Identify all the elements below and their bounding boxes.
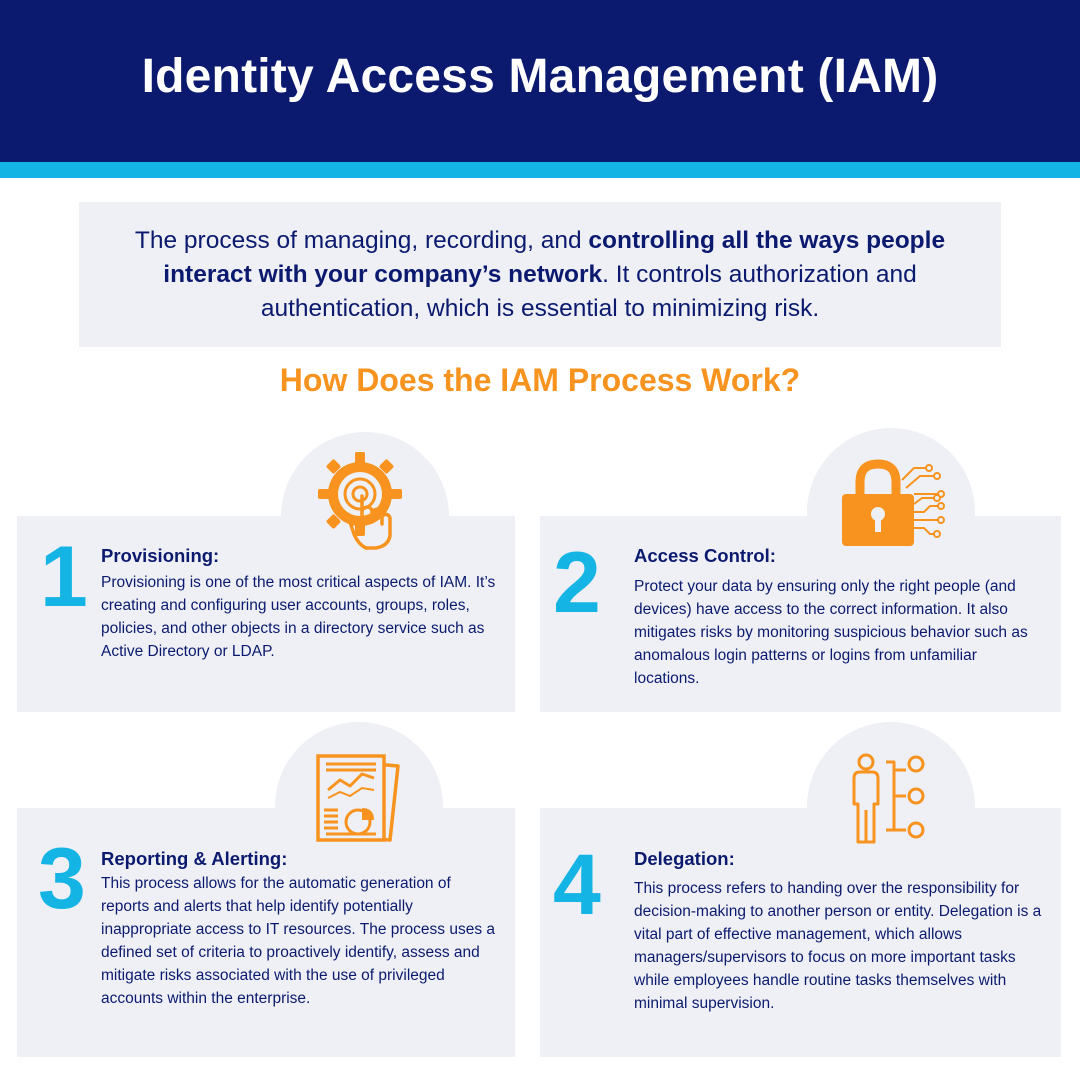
step-title-2: Access Control: (634, 545, 776, 566)
person-network-icon (844, 750, 936, 846)
step-body-3: This process allows for the automatic ge… (101, 875, 496, 1007)
section-title: How Does the IAM Process Work? (279, 362, 801, 398)
accent-bar (0, 162, 1080, 178)
step-number-2: 2 (553, 535, 601, 631)
step-card-4 (540, 808, 1061, 1057)
step-title-1: Provisioning: (101, 545, 220, 566)
step-title-3: Reporting & Alerting: (101, 848, 288, 869)
step-body-2: Protect your data by ensuring only the r… (634, 578, 1028, 687)
header-banner: Identity Access Management (IAM) (0, 0, 1080, 162)
step-card-2 (540, 516, 1061, 712)
step-title-4: Delegation: (634, 848, 735, 869)
step-body-1: Provisioning is one of the most critical… (101, 574, 496, 660)
step-number-3: 3 (38, 831, 86, 927)
intro-box: The process of managing, recording, and … (79, 202, 1001, 347)
intro-text-part1: The process of managing, recording, and (134, 226, 589, 254)
gear-touch-icon (310, 446, 420, 556)
intro-text: The process of managing, recording, and … (119, 224, 961, 326)
intro-text-bold: controlling all the ways people interact… (163, 226, 946, 288)
page-title: Identity Access Management (IAM) (141, 49, 939, 103)
intro-text-part2: . It controls authorization and authenti… (260, 260, 917, 322)
step-number-1: 1 (40, 529, 88, 625)
circuit-lock-icon (834, 458, 949, 550)
step-number-4: 4 (553, 837, 601, 933)
step-card-1 (17, 516, 515, 712)
step-body-4: This process refers to handing over the … (634, 880, 1042, 1012)
report-document-icon (314, 752, 404, 844)
step-card-3 (17, 808, 515, 1057)
